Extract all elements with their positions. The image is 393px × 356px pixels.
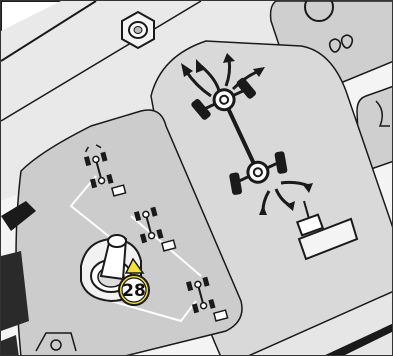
callout-number: 28 [122, 281, 146, 301]
hex-nut-icon [122, 12, 154, 48]
